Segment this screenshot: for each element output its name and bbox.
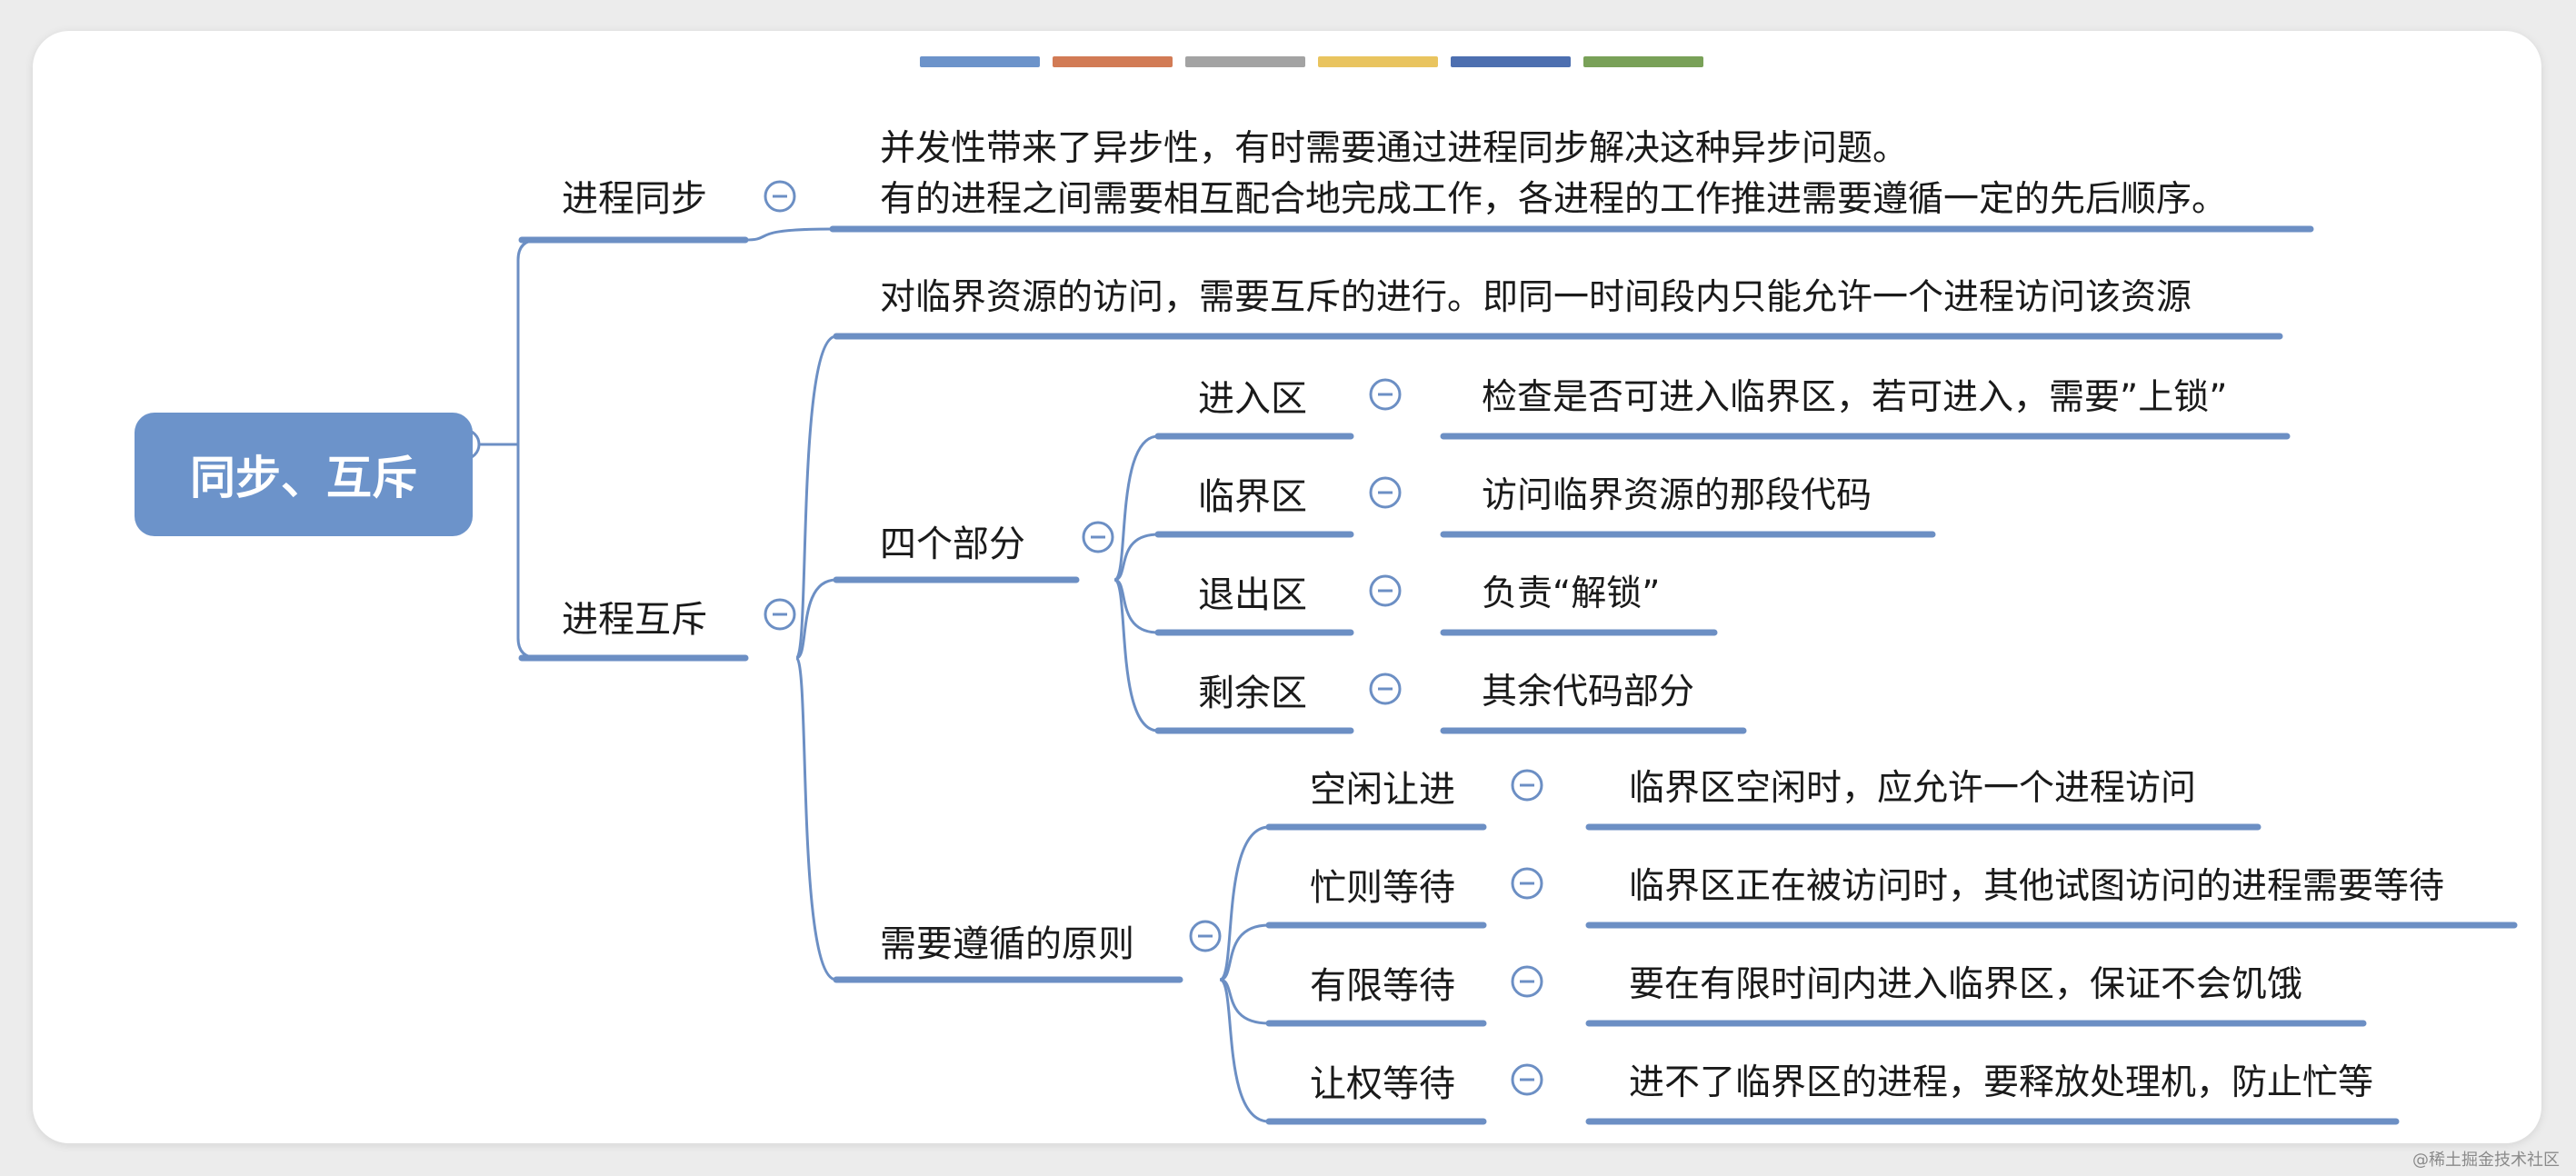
sync-collapse-toggle[interactable] xyxy=(764,180,796,213)
node-sync[interactable]: 进程同步 xyxy=(562,178,707,220)
edge-root-sync xyxy=(516,238,560,444)
edge-root-mutex xyxy=(516,444,560,660)
watermark: @稀土掘金技术社区 xyxy=(2412,1151,2560,1170)
edge-mutex-parts xyxy=(795,578,837,660)
part-collapse-toggle-0[interactable] xyxy=(1369,378,1402,411)
node-principle-busy-desc: 临界区正在被访问时，其他试图访问的进程需要等待 xyxy=(1629,866,2445,907)
edge-principle-2 xyxy=(1219,978,1270,1025)
node-principle-yield-desc: 进不了临界区的进程，要释放处理机，防止忙等 xyxy=(1629,1062,2374,1103)
node-principle-bounded[interactable]: 有限等待 xyxy=(1310,965,1455,1007)
palette-swatch-0 xyxy=(920,56,1040,67)
edge-principle-0 xyxy=(1219,825,1270,982)
node-part-critical[interactable]: 临界区 xyxy=(1198,476,1307,518)
node-four-parts[interactable]: 四个部分 xyxy=(880,523,1025,565)
node-principles[interactable]: 需要遵循的原则 xyxy=(880,923,1134,965)
node-part-exit[interactable]: 退出区 xyxy=(1198,574,1307,616)
palette-swatch-4 xyxy=(1451,56,1571,67)
node-part-enter-desc: 检查是否可进入临界区，若可进入，需要”上锁” xyxy=(1482,377,2228,418)
node-part-remainder[interactable]: 剩余区 xyxy=(1198,673,1307,714)
collapse-toggles[interactable] xyxy=(448,180,1543,1096)
principle-collapse-toggle-0[interactable] xyxy=(1511,769,1543,802)
mindmap-canvas xyxy=(448,56,2518,1125)
part-collapse-toggle-2[interactable] xyxy=(1369,574,1402,607)
node-part-critical-desc: 访问临界资源的那段代码 xyxy=(1482,475,1872,516)
principle-collapse-toggle-2[interactable] xyxy=(1511,965,1543,998)
node-mutex-desc: 对临界资源的访问，需要互斥的进行。即同一时间段内只能允许一个进程访问该资源 xyxy=(880,277,2192,318)
edge-principle-3 xyxy=(1219,978,1270,1123)
palette-swatch-5 xyxy=(1583,56,1703,67)
edge-mutex-desc xyxy=(794,334,837,660)
node-mutex[interactable]: 进程互斥 xyxy=(562,599,707,641)
edge-mutex-principles xyxy=(794,656,837,982)
node-principle-idle-desc: 临界区空闲时，应允许一个进程访问 xyxy=(1629,768,2197,809)
node-principle-bounded-desc: 要在有限时间内进入临界区，保证不会饥饿 xyxy=(1629,964,2303,1005)
principle-collapse-toggle-1[interactable] xyxy=(1511,867,1543,900)
root-node[interactable]: 同步、互斥 xyxy=(135,413,473,536)
node-principle-yield[interactable]: 让权等待 xyxy=(1310,1063,1455,1105)
palette-swatch-3 xyxy=(1318,56,1438,67)
edge-sync-desc xyxy=(744,227,834,242)
color-palette xyxy=(920,56,1703,67)
node-sync-desc-line2: 有的进程之间需要相互配合地完成工作，各进程的工作推进需要遵循一定的先后顺序。 xyxy=(880,179,2228,220)
node-sync-desc-line1: 并发性带来了异步性，有时需要通过进程同步解决这种异步问题。 xyxy=(880,128,1909,169)
connector-lines xyxy=(477,225,2518,1125)
mutex-collapse-toggle[interactable] xyxy=(764,598,796,631)
edge-part-1 xyxy=(1113,533,1159,582)
node-principle-idle[interactable]: 空闲让进 xyxy=(1310,769,1455,811)
mindmap-card: 同步、互斥 进程同步 并发性带来了异步性，有时需要通过进程同步解决这种异步问题。… xyxy=(33,31,2541,1143)
node-part-exit-desc: 负责“解锁” xyxy=(1482,573,1661,614)
part-collapse-toggle-3[interactable] xyxy=(1369,673,1402,705)
edge-part-3 xyxy=(1113,578,1159,733)
principle-collapse-toggle-3[interactable] xyxy=(1511,1063,1543,1096)
node-part-remainder-desc: 其余代码部分 xyxy=(1482,672,1695,713)
part-collapse-toggle-1[interactable] xyxy=(1369,476,1402,509)
parts-collapse-toggle[interactable] xyxy=(1082,521,1114,553)
node-principle-busy[interactable]: 忙则等待 xyxy=(1310,867,1455,909)
edge-principle-1 xyxy=(1219,923,1270,982)
edge-part-0 xyxy=(1113,434,1159,582)
palette-swatch-2 xyxy=(1185,56,1305,67)
root-node-label: 同步、互斥 xyxy=(190,452,417,504)
node-part-enter[interactable]: 进入区 xyxy=(1198,378,1307,420)
palette-swatch-1 xyxy=(1053,56,1173,67)
principles-collapse-toggle[interactable] xyxy=(1189,920,1222,952)
